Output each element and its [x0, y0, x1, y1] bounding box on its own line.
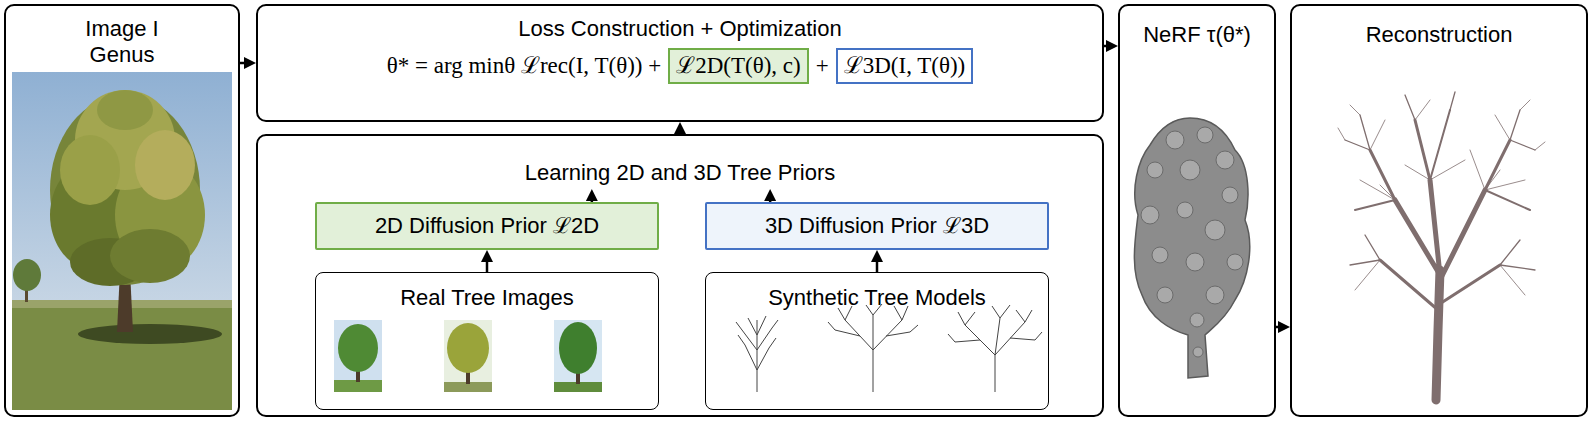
- box-label: Real Tree Images: [400, 285, 574, 311]
- box-label: Synthetic Tree Models: [768, 285, 986, 311]
- synthetic-tree-models: [736, 304, 1042, 392]
- box-label: 2D Diffusion Prior ℒ2D: [375, 213, 599, 239]
- real-tree-thumbnails: [334, 320, 602, 392]
- flow-arrow: [876, 257, 879, 272]
- prior-box-2d: 2D Diffusion Prior ℒ2D: [315, 202, 659, 250]
- equation-row: θ* = arg minθ ℒrec(I, T(θ)) + + ℒ2D(T(θ), …: [258, 48, 1102, 84]
- input-panel: Image IGenus: [4, 4, 240, 417]
- reconstructed-tree: [1338, 92, 1545, 400]
- nerf-panel: NeRF τ(θ*): [1118, 4, 1276, 417]
- prior-box-3d: 3D Diffusion Prior ℒ3D: [705, 202, 1049, 250]
- box-label: Loss Construction + Optimization: [518, 16, 841, 42]
- box-label: NeRF τ(θ*): [1143, 22, 1251, 48]
- tree-photo: [12, 72, 232, 410]
- output-panel: Reconstruction: [1290, 4, 1588, 417]
- box-label: Image I: [85, 16, 158, 42]
- box-label: Genus: [90, 42, 155, 68]
- prior-panel: Learning 2D and 3D Tree Priors 2D Diffusi…: [256, 134, 1104, 417]
- flow-arrow: [1276, 326, 1283, 329]
- box-label: ℒ3D(I, T(θ)): [844, 53, 966, 79]
- flow-arrow: [240, 62, 249, 65]
- box-label: 3D Diffusion Prior ℒ3D: [765, 213, 989, 239]
- data-box: Real Tree Images: [315, 272, 659, 410]
- flow-arrow: [1104, 45, 1111, 48]
- loss-term-3d: ℒ3D(I, T(θ)): [836, 48, 974, 84]
- box-label: Reconstruction: [1366, 22, 1513, 48]
- flow-arrow: [486, 257, 489, 272]
- equation-text: +: [816, 53, 829, 79]
- loss-term-2d: ℒ2D(T(θ), c): [668, 48, 809, 84]
- box-label: ℒ2D(T(θ), c): [676, 53, 801, 79]
- optimization-box: Loss Construction + Optimization θ* = arg…: [256, 4, 1104, 122]
- box-label: Learning 2D and 3D Tree Priors: [525, 160, 836, 186]
- nerf-render: [1134, 118, 1249, 378]
- data-box: Synthetic Tree Models: [705, 272, 1049, 410]
- equation-text: θ* = arg minθ ℒrec(I, T(θ)) +: [387, 53, 661, 79]
